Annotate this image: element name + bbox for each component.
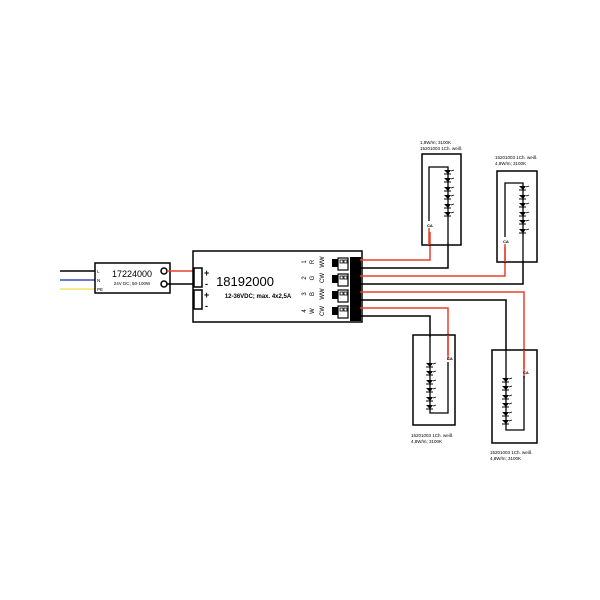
led-icon: [444, 186, 455, 192]
plus-label: +: [204, 268, 209, 278]
input-connector-icon: [193, 289, 203, 310]
strip-label-line2: 4,8W/m; 3100K: [490, 456, 521, 461]
terminal-plus-icon: [160, 267, 168, 275]
channel-num: 4: [302, 309, 308, 313]
channel-type: WW: [320, 288, 326, 300]
channel-color: R: [310, 259, 316, 264]
strip-label-line1: 15201003 1Ch. weiß: [490, 450, 532, 455]
led-icon: [519, 228, 530, 234]
led-icon: [502, 377, 513, 383]
led-icon: [426, 379, 437, 385]
controller-spec: 12-36VDC; max. 4x2,5A: [225, 294, 292, 300]
ca-label: CA: [427, 223, 433, 228]
controller: + - + - 18192000 12-36VDC; max. 4x2,5A 1…: [192, 250, 363, 323]
output-connector-icon: [332, 257, 361, 273]
led-icon: [502, 402, 513, 408]
channel-num: 2: [302, 276, 308, 280]
led-icon: [444, 211, 455, 217]
input-label-n: N: [97, 278, 100, 283]
channel-color: B: [310, 292, 316, 296]
wire-ch2-plus: [360, 247, 506, 277]
led-icon: [502, 385, 513, 391]
output-wires: [360, 232, 525, 378]
strip-label-line1: 15201003 1Ch. weiß: [495, 155, 537, 160]
output-connector-icon: [332, 273, 361, 289]
ca-label: CA: [447, 356, 453, 361]
strip-label-line2: 15201003 1Ch. weiß: [420, 146, 462, 151]
input-connector-icon: [193, 267, 203, 288]
terminal-minus-icon: [160, 280, 168, 288]
wire-ch1-plus: [360, 232, 431, 261]
led-icon: [426, 370, 437, 376]
psu-model: 17224000: [112, 269, 152, 279]
channel-type: CW: [320, 273, 326, 283]
led-icon: [502, 411, 513, 417]
channel-color: G: [310, 275, 316, 280]
led-icon: [426, 362, 437, 368]
led-icon: [519, 219, 530, 225]
wire-ch3-minus: [360, 315, 431, 337]
ca-label: CA: [503, 239, 509, 244]
led-icon: [444, 194, 455, 200]
plus-label: +: [204, 290, 209, 300]
controller-model: 18192000: [216, 274, 274, 289]
led-icon: [426, 404, 437, 410]
led-icon: [444, 203, 455, 209]
led-icon: [426, 396, 437, 402]
psu-spec: 24V DC; 50-100W: [114, 281, 151, 286]
channel-type: WW: [320, 256, 326, 268]
led-icon: [502, 394, 513, 400]
led-icon: [519, 185, 530, 191]
minus-label: -: [205, 279, 208, 289]
output-connector-icon: [332, 289, 361, 305]
wire-ch2-minus: [360, 262, 524, 285]
wire-ch1-minus: [360, 245, 449, 269]
led-icon: [502, 419, 513, 425]
led-icon: [519, 202, 530, 208]
strip-label-line2: 4,8W/m; 3100K: [495, 161, 526, 166]
channel-color: W: [310, 308, 316, 314]
ca-label: CA: [523, 370, 529, 375]
channel-num: 1: [302, 260, 308, 264]
led-icon: [426, 387, 437, 393]
led-icon: [519, 211, 530, 217]
strip-label-line1: 1,8W/m; 3100K: [420, 140, 451, 145]
wire-ch4-minus: [360, 299, 507, 350]
led-icon: [519, 194, 530, 200]
output-connector-icon: [332, 305, 361, 321]
minus-label: -: [205, 301, 208, 311]
input-label-l: L: [97, 269, 100, 274]
led-icon: [444, 169, 455, 175]
strip-label-line2: 4,8W/m; 3100K: [411, 439, 442, 444]
power-supply: L N PE 17224000 24V DC; 50-100W: [94, 262, 171, 294]
led-icon: [444, 177, 455, 183]
input-label-pe: PE: [97, 287, 103, 292]
strip-label-line1: 15201003 1Ch. weiß: [411, 433, 453, 438]
channel-num: 3: [302, 292, 308, 296]
channel-type: CW: [320, 306, 326, 316]
